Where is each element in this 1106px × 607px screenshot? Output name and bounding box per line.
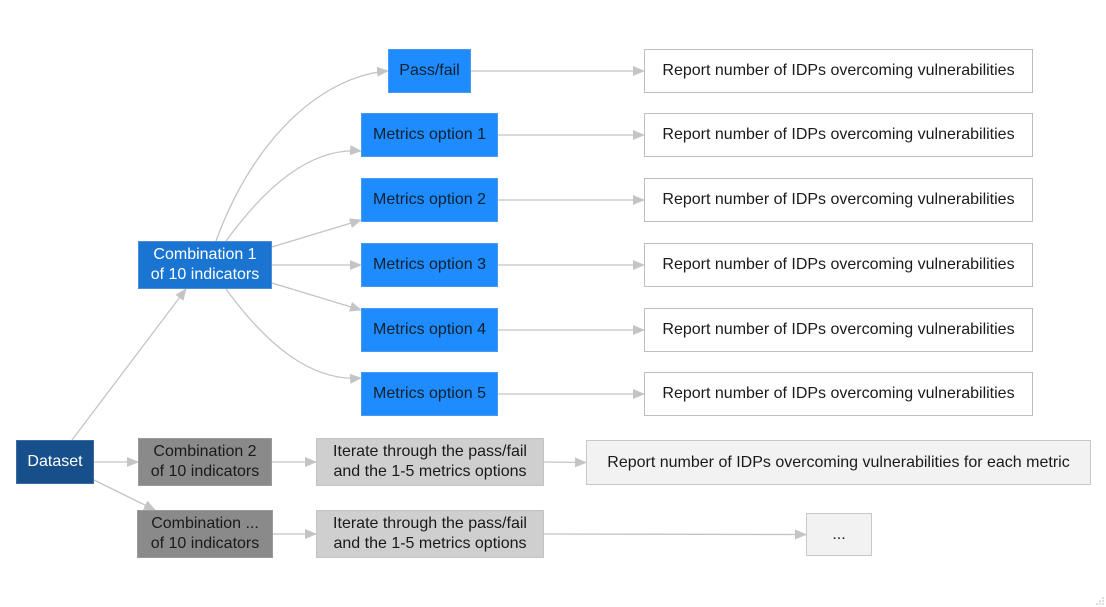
edge-combination-1-to-metrics-4 <box>271 282 362 312</box>
dataset-node[interactable]: Dataset <box>16 440 94 484</box>
edge-dataset-to-combination-1 <box>71 288 187 441</box>
combination-1-node[interactable]: Combination 1 of 10 indicators <box>138 241 272 289</box>
pass-fail-node[interactable]: Pass/fail <box>388 49 471 93</box>
metrics-option-3-node[interactable]: Metrics option 3 <box>361 243 498 287</box>
edge-combination-1-to-metrics-1 <box>225 145 362 242</box>
report-metrics-4-node[interactable]: Report number of IDPs overcoming vulnera… <box>644 308 1033 352</box>
ellipsis-node[interactable]: ... <box>806 513 872 556</box>
metrics-option-1-node[interactable]: Metrics option 1 <box>361 113 498 157</box>
metrics-option-4-node[interactable]: Metrics option 4 <box>361 308 498 352</box>
iterate-options-node-2[interactable]: Iterate through the pass/fail and the 1-… <box>316 510 544 558</box>
report-metrics-1-node[interactable]: Report number of IDPs overcoming vulnera… <box>644 113 1033 157</box>
metrics-option-2-node[interactable]: Metrics option 2 <box>361 178 498 222</box>
report-pass-fail-node[interactable]: Report number of IDPs overcoming vulnera… <box>644 49 1033 93</box>
edge-combination-1-to-pass-fail <box>215 66 389 242</box>
edge-iterate-2-to-report-each <box>543 457 587 468</box>
iterate-options-node[interactable]: Iterate through the pass/fail and the 1-… <box>316 438 544 486</box>
resize-grip-icon <box>1096 597 1104 605</box>
report-metrics-3-node[interactable]: Report number of IDPs overcoming vulnera… <box>644 243 1033 287</box>
edge-combination-1-to-metrics-5 <box>225 288 362 384</box>
edge-combination-1-to-metrics-2 <box>271 218 362 248</box>
report-metrics-2-node[interactable]: Report number of IDPs overcoming vulnera… <box>644 178 1033 222</box>
report-metrics-5-node[interactable]: Report number of IDPs overcoming vulnera… <box>644 372 1033 416</box>
edge-dataset-to-combination-more <box>93 479 156 511</box>
edge-iterate-more-to-ellipsis <box>543 529 807 540</box>
combination-2-node[interactable]: Combination 2 of 10 indicators <box>138 438 272 486</box>
combination-more-node[interactable]: Combination ... of 10 indicators <box>137 510 273 558</box>
report-each-metric-node[interactable]: Report number of IDPs overcoming vulnera… <box>586 440 1091 485</box>
metrics-option-5-node[interactable]: Metrics option 5 <box>361 372 498 416</box>
